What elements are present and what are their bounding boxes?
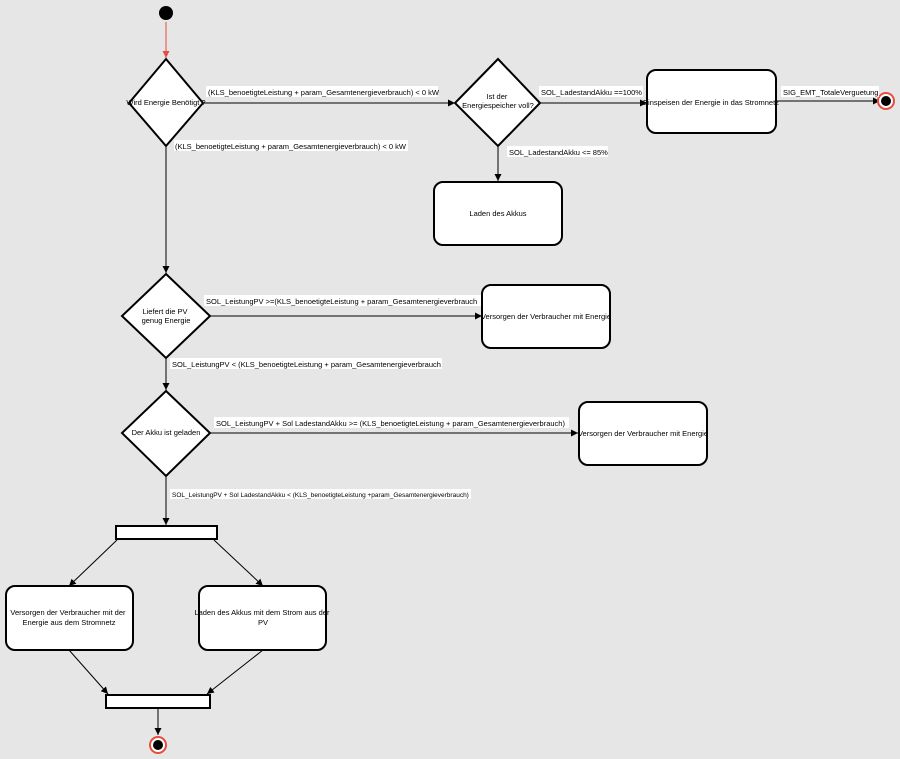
action-einspeisen-label: Einspeisen der Energie in das Stromnetz [643,98,779,107]
fork-bar [115,525,218,540]
svg-text:SOL_LadestandAkku ==100%: SOL_LadestandAkku ==100% [541,88,642,97]
edge-fork-pv [213,539,264,587]
edge-netz-join [68,649,109,695]
decision-akku-geladen[interactable]: Der Akku ist geladen [120,389,212,478]
edge-label-d1-d3: (KLS_benoetigteLeistung + param_Gesamten… [174,140,408,151]
edge-label-d1-d2: (KLS_benoetigteLeistung + param_Gesamten… [206,86,440,97]
edge-label-d4-fork: SOL_LeistungPV + Sol LadestandAkku < (KL… [170,489,471,499]
decision-akku-geladen-label: Der Akku ist geladen [132,428,201,437]
join-bar [105,694,211,709]
action-laden-akku-label: Laden des Akkus [469,209,526,218]
edge-label-d2-einspeisen: SOL_LadestandAkku ==100% [539,86,643,97]
action-versorgen-pv[interactable]: Versorgen der Verbraucher mit Energie [481,284,611,349]
final-node-top [877,92,895,110]
svg-text:(KLS_benoetigteLeistung + para: (KLS_benoetigteLeistung + param_Gesamten… [175,142,407,151]
edge-fork-netz [68,539,118,587]
action-versorgen-netz-label: Versorgen der Verbraucher mit der Energi… [10,608,127,627]
svg-text:SOL_LeistungPV < (KLS_benoetig: SOL_LeistungPV < (KLS_benoetigteLeistung… [172,360,441,369]
edge-label-d3-d4: SOL_LeistungPV < (KLS_benoetigteLeistung… [170,358,442,369]
svg-text:(KLS_benoetigteLeistung + para: (KLS_benoetigteLeistung + param_Gesamten… [208,88,440,97]
action-versorgen-akku-label: Versorgen der Verbraucher mit Energie [578,429,708,438]
svg-text:SOL_LeistungPV + Sol Ladestand: SOL_LeistungPV + Sol LadestandAkku < (KL… [172,492,469,499]
decision-energie-benoetigt-label: Wird Energie Benötigt ? [126,98,205,107]
edge-label-d3-versorgen: SOL_LeistungPV >=(KLS_benoetigteLeistung… [204,295,481,306]
edge-label-d4-versorgen: SOL_LeistungPV + Sol LadestandAkku >= (K… [214,417,569,428]
edge-pv-join [206,649,264,695]
action-versorgen-netz[interactable]: Versorgen der Verbraucher mit der Energi… [5,585,134,651]
decision-pv-genug-label: Liefert die PV genug Energie [142,307,191,325]
decision-energie-benoetigt[interactable]: Wird Energie Benötigt ? [126,57,206,148]
svg-text:SIG_EMT_TotaleVerguetung: SIG_EMT_TotaleVerguetung [783,88,878,97]
action-laden-akku[interactable]: Laden des Akkus [433,181,563,246]
action-einspeisen[interactable]: Einspeisen der Energie in das Stromnetz [643,69,779,134]
action-versorgen-pv-label: Versorgen der Verbraucher mit Energie [481,312,611,321]
edge-label-d2-laden: SOL_LadestandAkku <= 85% [507,146,608,157]
action-laden-pv[interactable]: Laden des Akkus mit dem Strom aus der PV [194,585,331,651]
decision-speicher-voll-label: Ist der Energiespeicher voll? [462,92,534,110]
svg-text:SOL_LadestandAkku <= 85%: SOL_LadestandAkku <= 85% [509,148,608,157]
svg-text:SOL_LeistungPV + Sol Ladestand: SOL_LeistungPV + Sol LadestandAkku >= (K… [216,419,565,428]
action-laden-pv-label: Laden des Akkus mit dem Strom aus der PV [194,608,331,627]
action-versorgen-akku[interactable]: Versorgen der Verbraucher mit Energie [578,401,708,466]
decision-pv-genug[interactable]: Liefert die PV genug Energie [120,272,212,360]
svg-text:SOL_LeistungPV >=(KLS_benoeti: SOL_LeistungPV >=(KLS_benoetigteLeistung… [206,297,477,306]
edge-label-einspeisen-final: SIG_EMT_TotaleVerguetung [781,86,879,97]
decision-speicher-voll[interactable]: Ist der Energiespeicher voll? [453,57,542,148]
final-node-bottom [149,736,167,754]
initial-node [159,6,173,20]
